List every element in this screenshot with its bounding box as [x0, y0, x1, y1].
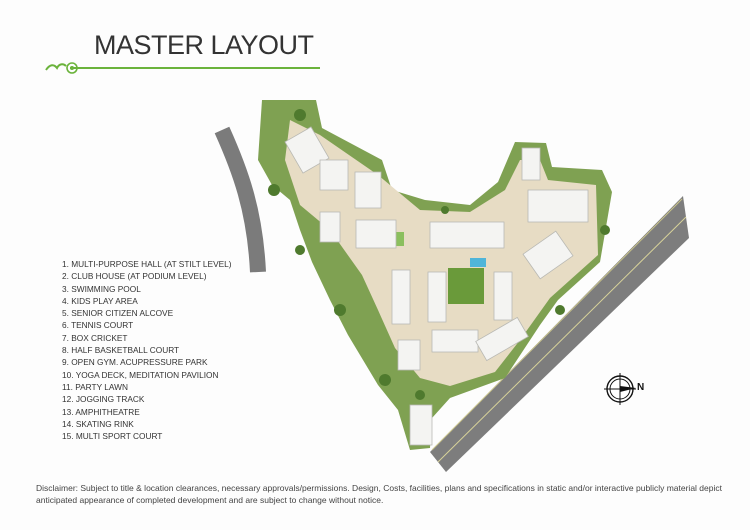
- legend-item: 3. SWIMMING POOL: [62, 283, 141, 294]
- legend-item: 9. OPEN GYM. ACUPRESSURE PARK: [62, 357, 208, 368]
- main-road: [430, 196, 689, 472]
- north-arrow-icon: [604, 373, 636, 405]
- buildings: [284, 126, 589, 446]
- legend-item: 6. TENNIS COURT: [62, 320, 134, 331]
- legend-item: 11. PARTY LAWN: [62, 381, 128, 392]
- legend-item: 2. CLUB HOUSE (AT PODIUM LEVEL): [62, 271, 207, 282]
- disclaimer: Disclaimer: Subject to title & location …: [36, 483, 722, 505]
- legend-item: 12. JOGGING TRACK: [62, 394, 145, 405]
- central-lawn: [448, 268, 484, 304]
- legend-item: 10. YOGA DECK, MEDITATION PAVILION: [62, 369, 219, 380]
- legend-item: 8. HALF BASKETBALL COURT: [62, 345, 180, 356]
- legend-item: 14. SKATING RINK: [62, 418, 134, 429]
- legend-item: 4. KIDS PLAY AREA: [62, 295, 138, 306]
- legend-item: 5. SENIOR CITIZEN ALCOVE: [62, 308, 174, 319]
- page-title: MASTER LAYOUT: [94, 30, 314, 60]
- road-edge: [431, 198, 683, 451]
- legend-item: 1. MULTI-PURPOSE HALL (AT STILT LEVEL): [62, 259, 232, 269]
- legend-item: 15. MULTI SPORT COURT: [62, 431, 163, 442]
- amenities-legend: 1. MULTI-PURPOSE HALL (AT STILT LEVEL) 2…: [62, 258, 232, 442]
- tree-clusters: [268, 109, 610, 400]
- swimming-pool: [470, 258, 486, 267]
- legend-item: 7. BOX CRICKET: [62, 332, 128, 343]
- north-label: N: [637, 382, 645, 393]
- title-underline: [70, 67, 320, 69]
- legend-item: 13. AMPHITHEATRE: [62, 406, 140, 417]
- road-median: [437, 216, 687, 463]
- side-road: [214, 126, 266, 273]
